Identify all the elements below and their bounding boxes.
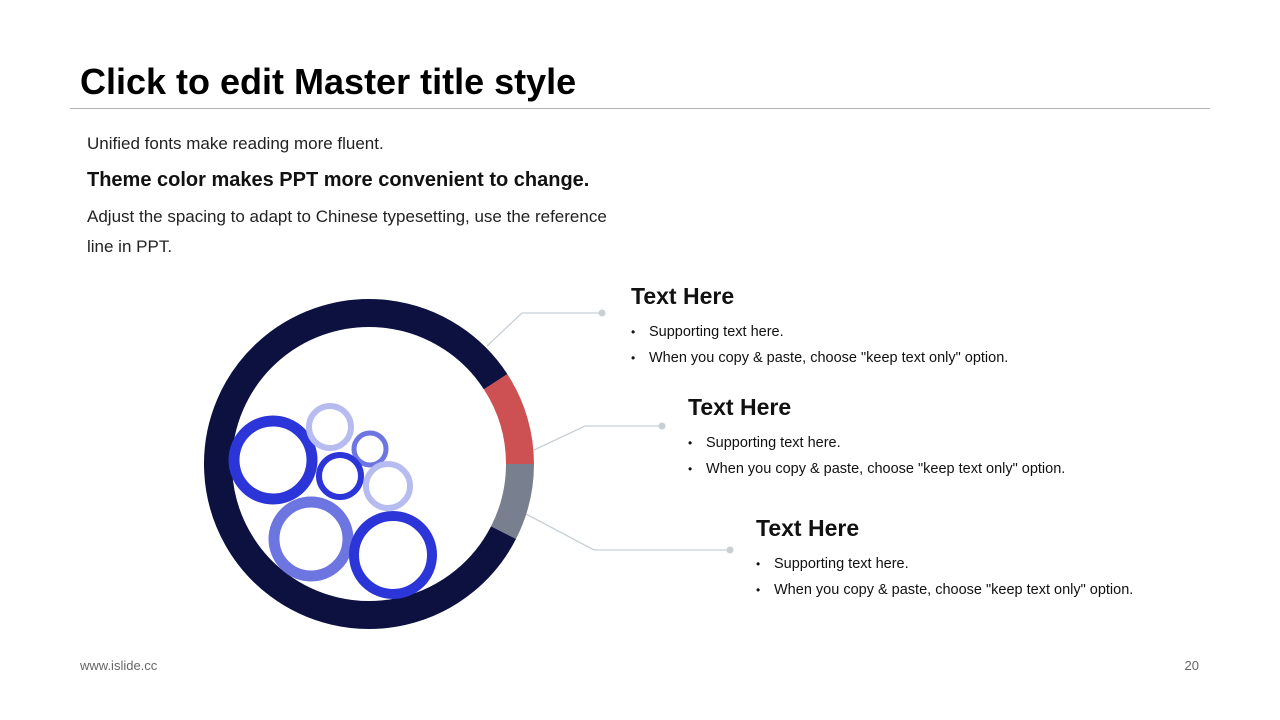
intro-line-theme: Theme color makes PPT more convenient to… [87, 169, 590, 191]
callout-1-bullets: Supporting text here. When you copy & pa… [631, 319, 1151, 371]
bubble-large-bottom-right [349, 511, 437, 599]
connector-line-2 [533, 425, 662, 451]
footer-website[interactable]: www.islide.cc [80, 658, 158, 673]
callout-1-heading: Text Here [631, 283, 735, 309]
bubbles [228, 403, 437, 599]
slide-title: Click to edit Master title style [80, 61, 577, 102]
intro-line-fonts: Unified fonts make reading more fluent. [87, 134, 384, 153]
callout-2-bullet-2: When you copy & paste, choose "keep text… [688, 456, 1208, 482]
callout-3-bullet-2: When you copy & paste, choose "keep text… [756, 577, 1276, 603]
callout-3: Text Here Supporting text here. When you… [756, 514, 1276, 603]
connector-dot-3 [726, 546, 734, 554]
connector-line-3 [525, 513, 730, 551]
callout-1-bullet-1: Supporting text here. [631, 319, 1151, 345]
ring-segment-main [204, 299, 516, 629]
bubble-tiny-top-right [351, 430, 389, 468]
title-divider [70, 108, 1210, 109]
callout-3-bullet-1: Supporting text here. [756, 551, 1276, 577]
ring-segment-red [483, 374, 534, 465]
intro-text-block: Unified fonts make reading more fluent. … [87, 132, 647, 262]
bubble-large-left [228, 415, 318, 505]
connector-line-1 [486, 312, 602, 347]
callout-2-bullets: Supporting text here. When you copy & pa… [688, 430, 1208, 482]
connector-dot-2 [658, 422, 666, 430]
callout-3-heading: Text Here [756, 515, 860, 541]
callout-2: Text Here Supporting text here. When you… [688, 393, 1208, 482]
callout-1: Text Here Supporting text here. When you… [631, 282, 1151, 371]
connector-dot-1 [598, 309, 606, 317]
ring-segment-gray [490, 463, 534, 539]
footer-page-number: 20 [1184, 658, 1199, 673]
main-ring [204, 299, 534, 629]
bubble-small-center [316, 452, 364, 500]
callout-2-bullet-1: Supporting text here. [688, 430, 1208, 456]
bubble-small-right [363, 461, 413, 511]
bubble-small-top [306, 403, 354, 451]
callout-3-bullets: Supporting text here. When you copy & pa… [756, 551, 1276, 603]
callout-1-bullet-2: When you copy & paste, choose "keep text… [631, 345, 1151, 371]
intro-line-spacing: Adjust the spacing to adapt to Chinese t… [87, 207, 607, 256]
bubble-large-bottom-left [268, 496, 354, 582]
connectors [486, 309, 734, 554]
callout-2-heading: Text Here [688, 394, 792, 420]
